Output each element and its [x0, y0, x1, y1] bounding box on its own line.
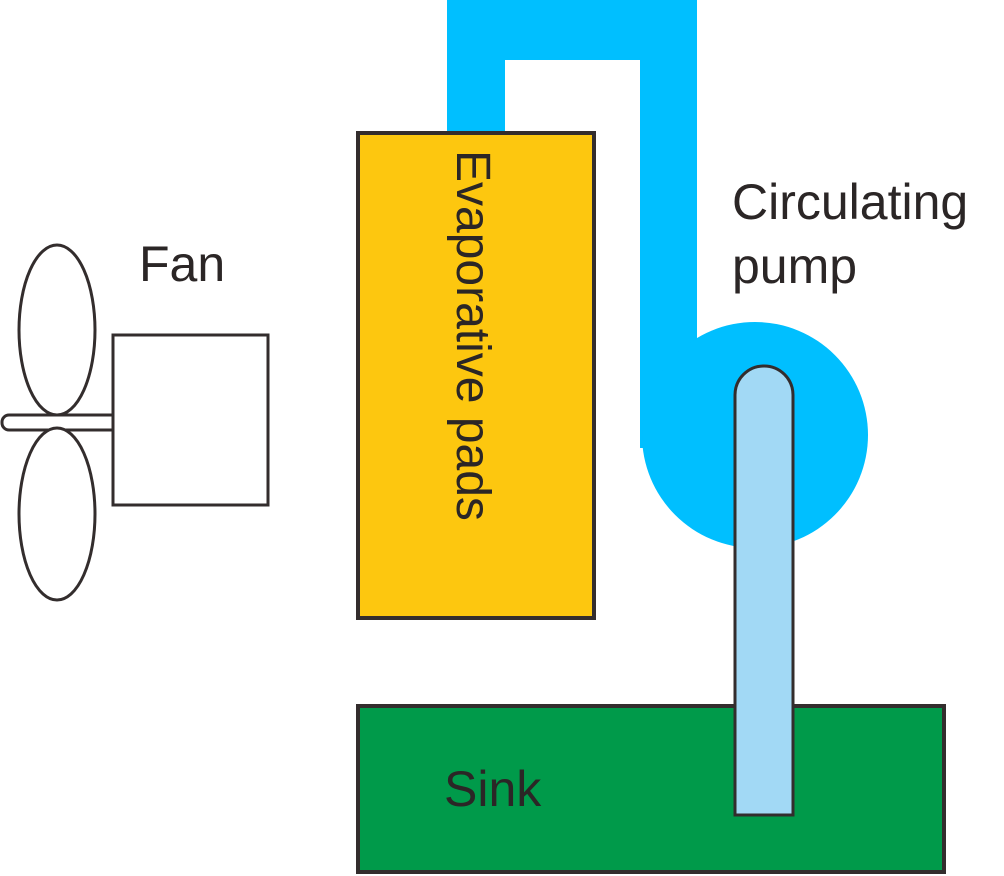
sink: [356, 704, 946, 874]
evaporative-pads: [356, 131, 596, 620]
intake-tube: [733, 364, 795, 817]
fan: Fan: [0, 236, 270, 602]
sink-label: Sink: [444, 761, 542, 817]
fan-motor: [111, 333, 270, 507]
pump-label-line1: Circulating: [732, 174, 968, 230]
pump-label-line2: pump: [732, 238, 857, 294]
fan-label: Fan: [139, 236, 225, 292]
pads-label: Evaporative pads: [446, 150, 499, 521]
fan-blade-top: [17, 243, 97, 417]
fan-blade-bottom: [17, 426, 97, 602]
